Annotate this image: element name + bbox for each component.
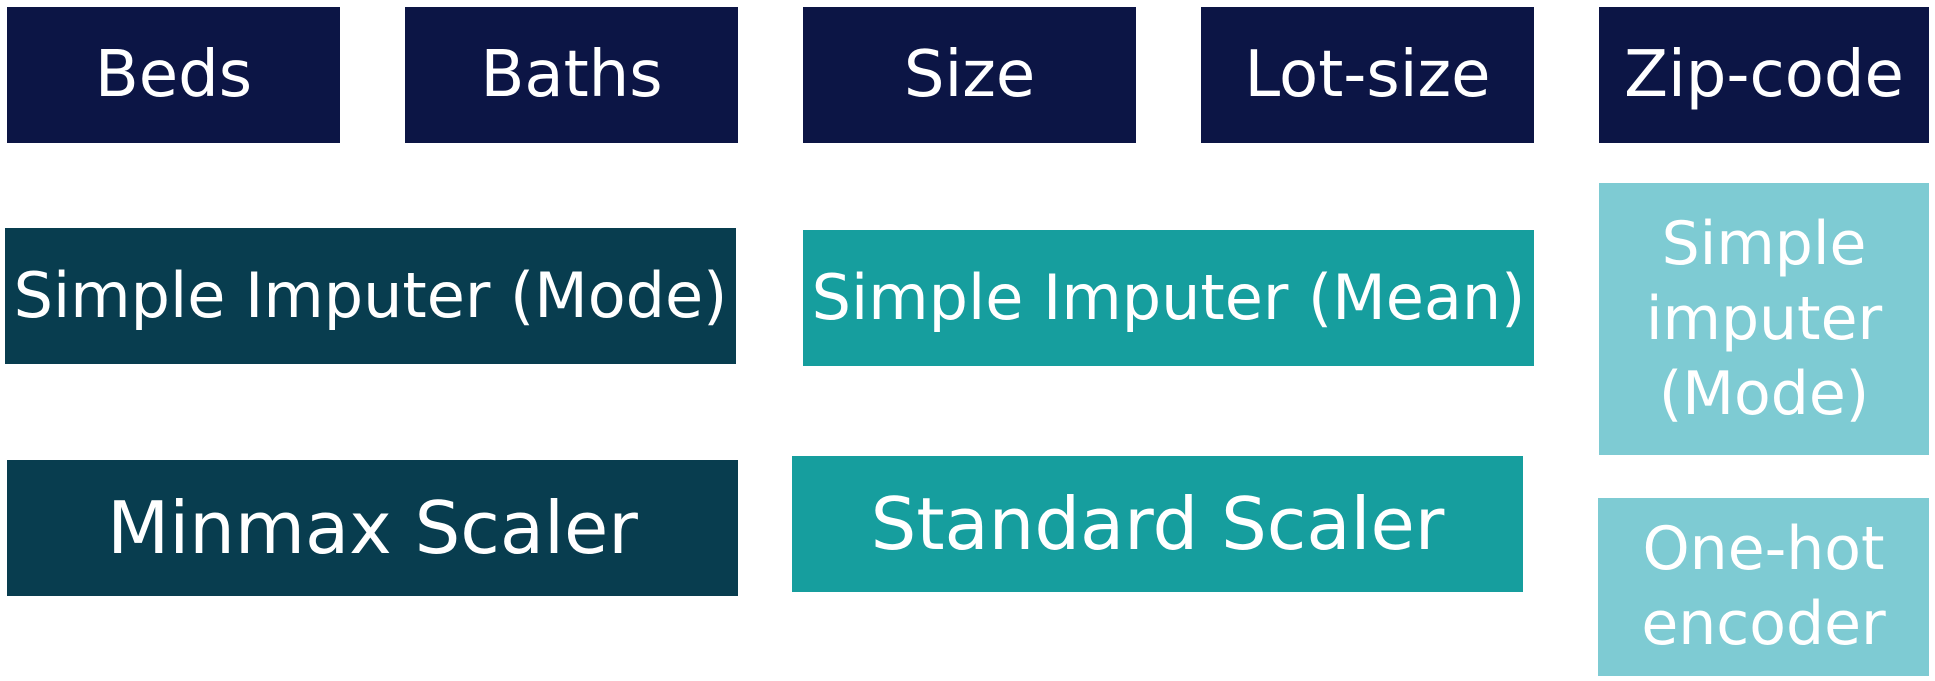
feature-label-beds: Beds bbox=[94, 38, 253, 112]
feature-label-zip-code: Zip-code bbox=[1624, 38, 1904, 112]
feature-box-size: Size bbox=[803, 7, 1136, 143]
encoder-box-one-hot: One-hot encoder bbox=[1598, 498, 1929, 676]
imputer-label-zip-mode: Simple imputer (Mode) bbox=[1645, 208, 1883, 429]
feature-box-beds: Beds bbox=[7, 7, 340, 143]
imputer-box-zip-mode: Simple imputer (Mode) bbox=[1599, 183, 1929, 455]
feature-box-baths: Baths bbox=[405, 7, 738, 143]
feature-label-lot-size: Lot-size bbox=[1244, 38, 1491, 112]
feature-box-lot-size: Lot-size bbox=[1201, 7, 1534, 143]
scaler-label-standard: Standard Scaler bbox=[870, 482, 1445, 566]
feature-box-zip-code: Zip-code bbox=[1599, 7, 1929, 143]
imputer-box-mean: Simple Imputer (Mean) bbox=[803, 230, 1534, 366]
imputer-label-mode: Simple Imputer (Mode) bbox=[13, 259, 728, 333]
imputer-box-mode: Simple Imputer (Mode) bbox=[5, 228, 736, 364]
scaler-label-minmax: Minmax Scaler bbox=[107, 486, 638, 570]
feature-label-baths: Baths bbox=[480, 38, 663, 112]
scaler-box-standard: Standard Scaler bbox=[792, 456, 1523, 592]
encoder-label-one-hot: One-hot encoder bbox=[1641, 514, 1886, 659]
imputer-label-mean: Simple Imputer (Mean) bbox=[811, 261, 1526, 335]
feature-label-size: Size bbox=[903, 38, 1036, 112]
scaler-box-minmax: Minmax Scaler bbox=[7, 460, 738, 596]
